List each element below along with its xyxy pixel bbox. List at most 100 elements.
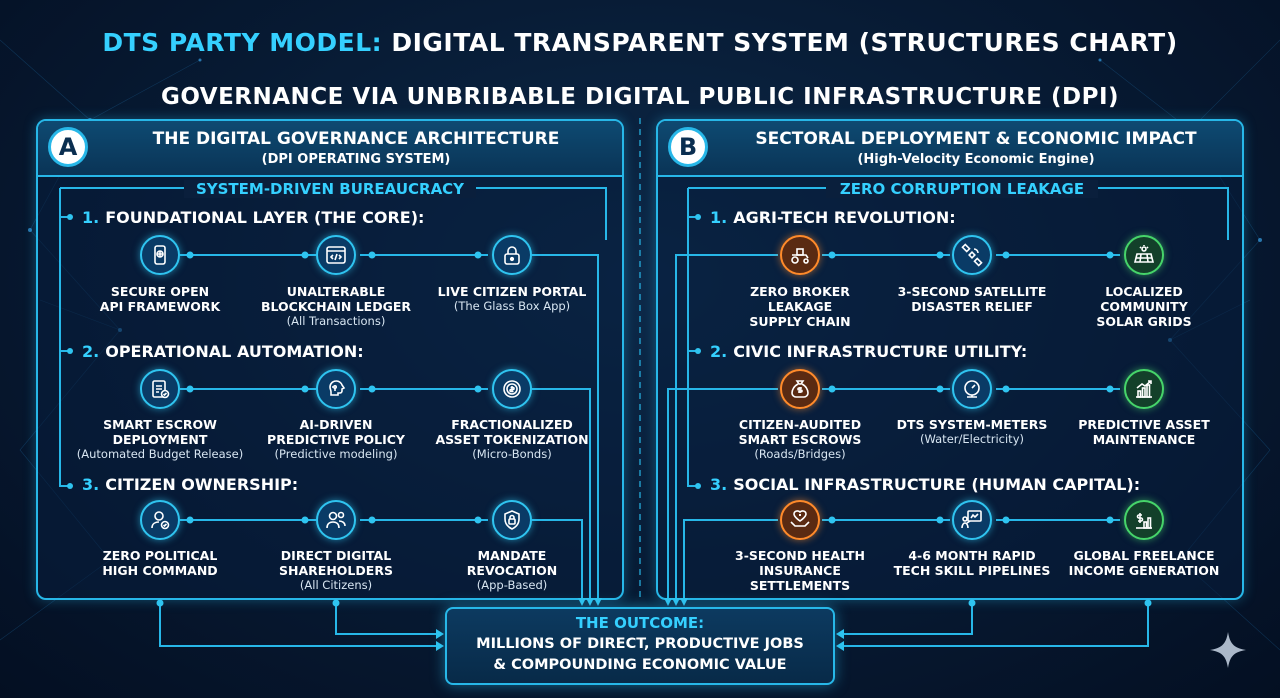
row-title: CIVIC INFRASTRUCTURE UTILITY:	[733, 342, 1028, 361]
panel-a-row-3-heading: 3.CITIZEN OWNERSHIP:	[82, 475, 298, 494]
item-line: TECH SKILL PIPELINES	[893, 563, 1051, 578]
item-line: PREDICTIVE ASSET	[1078, 417, 1210, 432]
panel-b-badge: B	[668, 127, 708, 167]
item-system-meters: DTS SYSTEM-METERS(Water/Electricity)	[882, 417, 1062, 447]
item-line: 3-SECOND SATELLITE	[897, 284, 1047, 299]
panel-a-section-label: SYSTEM-DRIVEN BUREAUCRACY	[184, 180, 476, 198]
item-line: SECURE OPEN	[110, 284, 210, 299]
item-line: ASSET TOKENIZATION	[435, 432, 589, 447]
item-note: (Roads/Bridges)	[754, 447, 846, 461]
money-bag-icon	[780, 369, 820, 409]
item-line: SHAREHOLDERS	[279, 563, 393, 578]
title-highlight: DTS PARTY MODEL:	[102, 28, 383, 57]
row-number: 2.	[82, 342, 100, 361]
solar-panel-icon	[1124, 235, 1164, 275]
item-line: INCOME GENERATION	[1068, 563, 1220, 578]
code-window-icon	[316, 235, 356, 275]
panel-b-row-3-heading: 3.SOCIAL INFRASTRUCTURE (HUMAN CAPITAL):	[710, 475, 1140, 494]
meter-gauge-icon	[952, 369, 992, 409]
item-line: DISASTER RELIEF	[911, 299, 1033, 314]
item-note: (Automated Budget Release)	[76, 447, 244, 461]
item-line: PREDICTIVE POLICY	[267, 432, 405, 447]
outcome-box: THE OUTCOME: MILLIONS OF DIRECT, PRODUCT…	[445, 607, 835, 685]
page-title: DTS PARTY MODEL: DIGITAL TRANSPARENT SYS…	[0, 28, 1280, 57]
outcome-title: THE OUTCOME:	[575, 614, 705, 632]
item-note: (Micro-Bonds)	[472, 447, 552, 461]
health-hands-icon	[780, 500, 820, 540]
row-title: CITIZEN OWNERSHIP:	[105, 475, 299, 494]
tractor-icon	[780, 235, 820, 275]
row-number: 1.	[82, 208, 100, 227]
row-title: FOUNDATIONAL LAYER (THE CORE):	[105, 208, 425, 227]
panel-a-title: THE DIGITAL GOVERNANCE ARCHITECTURE	[152, 129, 560, 149]
item-line: 4-6 MONTH RAPID	[908, 548, 1036, 563]
outcome-line-1: MILLIONS OF DIRECT, PRODUCTIVE JOBS	[476, 636, 804, 652]
item-line: ZERO POLITICAL	[102, 548, 218, 563]
item-line: REVOCATION	[466, 563, 558, 578]
panel-a-header: A THE DIGITAL GOVERNANCE ARCHITECTURE (D…	[38, 121, 622, 177]
item-line: INSURANCE	[759, 563, 841, 578]
training-board-icon	[952, 500, 992, 540]
page-subtitle: GOVERNANCE VIA UNBRIBABLE DIGITAL PUBLIC…	[160, 84, 1120, 110]
item-line: BLOCKCHAIN LEDGER	[260, 299, 412, 314]
growth-chart-icon	[1124, 369, 1164, 409]
item-line: SMART ESCROW	[103, 417, 217, 432]
item-note: (App-Based)	[476, 578, 548, 592]
item-line: COMMUNITY	[1100, 299, 1188, 314]
token-coin-icon	[492, 369, 532, 409]
item-line: FRACTIONALIZED	[451, 417, 573, 432]
panel-a-badge: A	[48, 127, 88, 167]
row-title: OPERATIONAL AUTOMATION:	[105, 342, 364, 361]
item-line: AI-DRIVEN	[299, 417, 373, 432]
panel-b-header: B SECTORAL DEPLOYMENT & ECONOMIC IMPACT …	[658, 121, 1242, 177]
item-line: SOLAR GRIDS	[1096, 314, 1192, 329]
item-line: HIGH COMMAND	[102, 563, 218, 578]
panel-b-section-label: ZERO CORRUPTION LEAKAGE	[826, 180, 1098, 198]
income-growth-icon	[1124, 500, 1164, 540]
panel-a-row-1-heading: 1. FOUNDATIONAL LAYER (THE CORE):	[82, 208, 424, 227]
item-line: LOCALIZED	[1105, 284, 1183, 299]
shield-lock-icon	[492, 500, 532, 540]
item-line: SETTLEMENTS	[749, 578, 851, 593]
phone-api-icon	[140, 235, 180, 275]
panel-b-subtitle: (High-Velocity Economic Engine)	[857, 152, 1095, 167]
item-line: LEAKAGE	[767, 299, 833, 314]
ai-brain-icon	[316, 369, 356, 409]
item-live-citizen-portal: LIVE CITIZEN PORTAL(The Glass Box App)	[422, 284, 602, 314]
title-rest: DIGITAL TRANSPARENT SYSTEM (STRUCTURES C…	[391, 28, 1178, 57]
item-note: (The Glass Box App)	[453, 299, 571, 313]
outcome-line-2: & COMPOUNDING ECONOMIC VALUE	[493, 657, 787, 673]
row-number: 3.	[710, 475, 728, 494]
item-note: (All Citizens)	[299, 578, 373, 592]
panel-b-row-2-heading: 2.CIVIC INFRASTRUCTURE UTILITY:	[710, 342, 1027, 361]
item-line: DTS SYSTEM-METERS	[896, 417, 1048, 432]
item-note: (Predictive modeling)	[274, 447, 398, 461]
row-title: AGRI-TECH REVOLUTION:	[733, 208, 956, 227]
panel-a-subtitle: (DPI OPERATING SYSTEM)	[261, 152, 451, 167]
panel-b-row-1-heading: 1. AGRI-TECH REVOLUTION:	[710, 208, 956, 227]
lock-icon	[492, 235, 532, 275]
item-line: ZERO BROKER	[750, 284, 850, 299]
clipboard-check-icon	[140, 369, 180, 409]
item-line: DIRECT DIGITAL	[280, 548, 392, 563]
item-line: SUPPLY CHAIN	[749, 314, 851, 329]
user-check-icon	[140, 500, 180, 540]
item-line: API FRAMEWORK	[99, 299, 221, 314]
row-number: 1.	[710, 208, 728, 227]
item-line: SMART ESCROWS	[738, 432, 862, 447]
